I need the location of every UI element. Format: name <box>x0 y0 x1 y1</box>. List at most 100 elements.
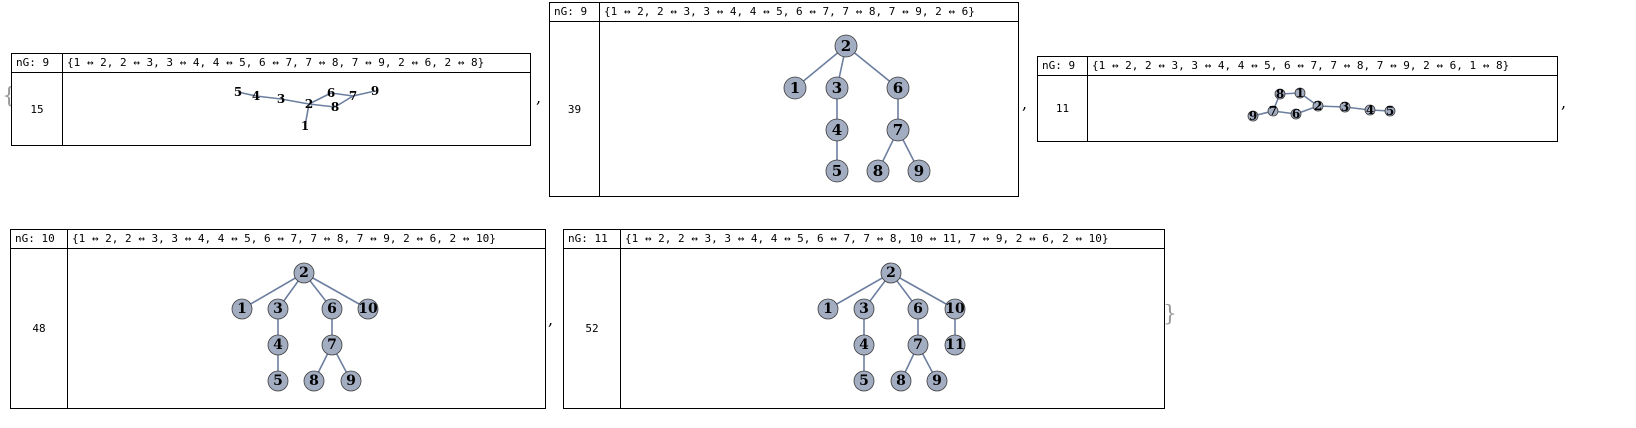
graph-node-label: 2 <box>886 265 896 281</box>
graph-node-label: 3 <box>832 79 842 97</box>
graph-node-label: 5 <box>273 373 283 389</box>
graph-node-circle <box>267 334 289 356</box>
graph-node: 4 <box>267 334 289 356</box>
graph-edge <box>280 98 310 105</box>
graph-node: 7 <box>349 89 357 103</box>
graph-edge <box>352 90 376 97</box>
graph-node-circle <box>1364 104 1376 116</box>
graph-node-label: 7 <box>893 121 903 139</box>
graph-node: 4 <box>853 334 875 356</box>
graph-node-label: 5 <box>859 373 869 389</box>
graph-node: 9 <box>340 370 362 392</box>
node-count-label: nG: 10 <box>11 230 68 248</box>
graph-node: 2 <box>880 262 902 284</box>
graph-node-label: 9 <box>914 162 924 180</box>
separator-comma: , <box>548 310 554 329</box>
graph-node: 6 <box>907 298 929 320</box>
graph-node-label: 10 <box>945 301 965 317</box>
graph-node-circle <box>926 370 948 392</box>
graph-node: 5 <box>267 370 289 392</box>
graph-node: 9 <box>907 159 931 183</box>
separator-comma: , <box>1561 93 1567 112</box>
graph-node-circle <box>834 34 858 58</box>
graph-node-label: 8 <box>896 373 906 389</box>
graph-node-circle <box>907 159 931 183</box>
graph-edge <box>827 272 892 310</box>
panel-header: nG: 10 {1 ↔ 2, 2 ↔ 3, 3 ↔ 4, 4 ↔ 5, 6 ↔ … <box>11 230 545 249</box>
graph-node-circle <box>1247 110 1259 122</box>
graph-node-label: 8 <box>309 373 319 389</box>
graph-node-circle <box>907 334 929 356</box>
graph-node-circle <box>321 298 343 320</box>
graph-node-label: 3 <box>277 92 285 106</box>
graph-node-circle <box>303 370 325 392</box>
graph-node-circle <box>825 118 849 142</box>
graph-node-label: 1 <box>237 301 247 317</box>
graph-node: 9 <box>371 84 379 98</box>
graph-node-label: 10 <box>358 301 378 317</box>
graph-node-circle <box>340 370 362 392</box>
graph-node-circle <box>1290 108 1302 120</box>
graph-node-circle <box>231 298 253 320</box>
graph-node-label: 9 <box>371 84 379 98</box>
graph-edge <box>304 103 310 127</box>
graph-node-circle <box>1339 101 1351 113</box>
graph-node: 3 <box>825 76 849 100</box>
graph-node: 1 <box>301 119 309 133</box>
graph-node-label: 2 <box>841 37 851 55</box>
graph-node-label: 9 <box>346 373 356 389</box>
graph-node: 2 <box>305 97 313 111</box>
graph-node: 8 <box>866 159 890 183</box>
graph-node-circle <box>890 370 912 392</box>
graph-panel-3: nG: 9 {1 ↔ 2, 2 ↔ 3, 3 ↔ 4, 4 ↔ 5, 6 ↔ 7… <box>1037 56 1558 142</box>
separator-comma: , <box>536 88 542 107</box>
graph-node: 10 <box>357 298 379 320</box>
graph-node-circle <box>1294 87 1306 99</box>
graph-node-label: 7 <box>349 89 357 103</box>
graph-node-label: 4 <box>859 337 869 353</box>
graph-node: 11 <box>944 334 966 356</box>
graph-node-label: 3 <box>1341 100 1349 114</box>
separator-comma: , <box>1022 94 1028 113</box>
graph-node-circle <box>944 334 966 356</box>
graph-node: 1 <box>1294 86 1306 100</box>
graph-node-circle <box>907 298 929 320</box>
graph-node: 3 <box>853 298 875 320</box>
graph-node-label: 6 <box>893 79 903 97</box>
graph-node: 6 <box>886 76 910 100</box>
graph-node-circle <box>783 76 807 100</box>
graph-node-circle <box>1384 105 1396 117</box>
node-count-label: nG: 11 <box>564 230 621 248</box>
graph-node: 9 <box>1247 109 1259 123</box>
graph-node: 3 <box>1339 100 1351 114</box>
graph-node-label: 3 <box>273 301 283 317</box>
graph-node: 8 <box>1274 87 1286 101</box>
graph-node-label: 6 <box>1292 107 1300 121</box>
graph-node-label: 4 <box>832 121 842 139</box>
edge-list: {1 ↔ 2, 2 ↔ 3, 3 ↔ 4, 4 ↔ 5, 6 ↔ 7, 7 ↔ … <box>625 232 1109 245</box>
panel-header: nG: 9 {1 ↔ 2, 2 ↔ 3, 3 ↔ 4, 4 ↔ 5, 6 ↔ 7… <box>12 54 530 73</box>
graph-node: 1 <box>817 298 839 320</box>
graph-node-label: 4 <box>1366 103 1374 117</box>
graph-node: 7 <box>1267 104 1279 118</box>
graph-node-label: 6 <box>327 86 335 100</box>
graph-node-label: 5 <box>832 162 842 180</box>
graph-value: 11 <box>1038 76 1088 141</box>
graph-node: 5 <box>853 370 875 392</box>
graph-node: 3 <box>267 298 289 320</box>
graph-edge <box>303 272 369 310</box>
graph-node: 9 <box>926 370 948 392</box>
graph-edge <box>237 91 257 97</box>
graph-node-label: 7 <box>327 337 337 353</box>
graph-node-circle <box>1312 100 1324 112</box>
graph-panel-4: nG: 10 {1 ↔ 2, 2 ↔ 3, 3 ↔ 4, 4 ↔ 5, 6 ↔ … <box>10 229 546 409</box>
graph-node-circle <box>880 262 902 284</box>
graph-node-circle <box>866 159 890 183</box>
graph-node: 4 <box>252 89 260 103</box>
graph-edge <box>330 92 354 97</box>
graph-node-label: 11 <box>945 337 964 353</box>
